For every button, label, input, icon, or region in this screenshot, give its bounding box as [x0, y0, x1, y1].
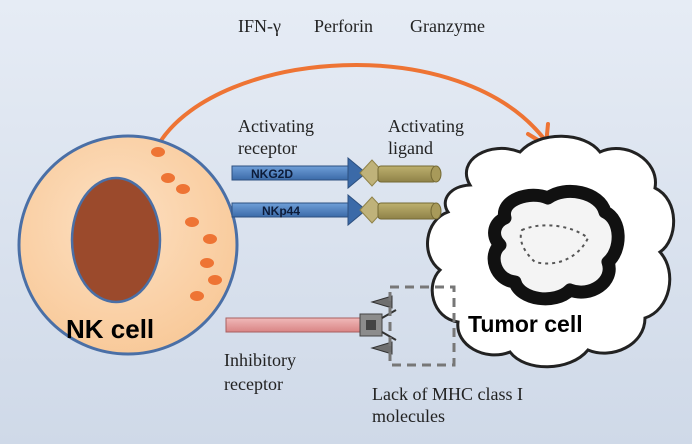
perforin-label: Perforin [314, 16, 373, 36]
activating-ligand-2 [359, 196, 442, 224]
granule [190, 291, 204, 301]
inhibitory-receptor-label-line1: Inhibitory [224, 350, 296, 370]
tumor-nucleus [487, 184, 625, 306]
lack-mhc-label-line1: Lack of MHC class I [372, 384, 523, 404]
cytotoxic-arrow-curve [158, 63, 547, 144]
granule [185, 217, 199, 227]
ifn-gamma-label: IFN-γ [238, 16, 281, 36]
inhibitory-receptor-label-line2: receptor [224, 374, 283, 394]
granule [203, 234, 217, 244]
inhibitory-receptor-bar [225, 317, 363, 333]
granule [161, 173, 175, 183]
nkg2d-receptor [231, 156, 367, 190]
nk-cell-label: NK cell [66, 314, 154, 344]
tumor-cell-label: Tumor cell [468, 311, 583, 337]
granzyme-label: Granzyme [410, 16, 485, 36]
granule [208, 275, 222, 285]
nkp44-label: NKp44 [262, 204, 300, 218]
tumor-cell [426, 134, 676, 369]
granule [151, 147, 165, 157]
nkg2d-label: NKG2D [251, 167, 293, 181]
granule [200, 258, 214, 268]
inhibitory-receptor-head [359, 295, 397, 355]
nk-cell-nucleus [70, 176, 162, 304]
lack-mhc-label-line2: molecules [372, 406, 445, 426]
nk-cell [17, 134, 239, 356]
missing-mhc-box [388, 285, 456, 367]
activating-receptor-label-line1: Activating [238, 116, 314, 136]
activating-ligand-label-line2: ligand [388, 138, 433, 158]
activating-ligand-1 [359, 159, 442, 187]
granule [176, 184, 190, 194]
nkp44-receptor [231, 193, 367, 227]
activating-receptor-label-line2: receptor [238, 138, 297, 158]
activating-ligand-label-line1: Activating [388, 116, 464, 136]
